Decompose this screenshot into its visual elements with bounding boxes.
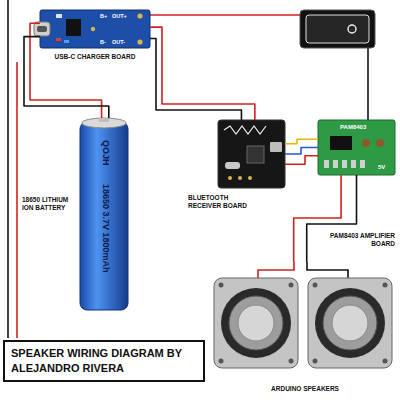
amplifier-board: PAM8403 AMPLIFIER BOARDPAM84035V [318, 120, 395, 175]
speaker-drawing [219, 359, 224, 364]
component-caption: BLUETOOTH RECEIVER BOARD [188, 194, 262, 210]
bluetooth-board-drawing [270, 142, 282, 152]
charger-board-drawing [137, 39, 142, 44]
amplifier-board-drawing [324, 160, 329, 168]
amplifier-board-drawing [360, 160, 365, 168]
amplifier-board-drawing [362, 139, 370, 147]
battery-drawing [82, 118, 126, 128]
speaker-pair: ARDUINO SPEAKERS [210, 262, 396, 396]
pin-label: B+ [100, 13, 107, 19]
speaker-drawing [219, 283, 224, 288]
rocker-switch [300, 10, 375, 48]
speaker-drawing [383, 283, 388, 288]
wire [150, 39, 241, 121]
battery-drawing [80, 122, 128, 310]
rocker-switch [300, 10, 375, 48]
bluetooth-board: BLUETOOTH RECEIVER BOARD [218, 120, 285, 188]
loose-wire [7, 0, 9, 338]
wire-pair [294, 175, 357, 262]
battery-print: 18650 3.7V 1800mAh [100, 184, 110, 273]
battery: 18650 LITHIUM ION BATTERYQOJH18650 3.7V … [80, 118, 128, 310]
wire [307, 175, 357, 262]
loose-wire [150, 14, 300, 16]
speaker-drawing [313, 283, 318, 288]
loose-wire [16, 62, 18, 338]
component-caption: USB-C CHARGER BOARD [25, 53, 165, 61]
charger-board-drawing [56, 38, 61, 41]
wire-pair [285, 139, 318, 164]
bluetooth-board-drawing [238, 176, 242, 180]
amplifier-board-drawing [318, 120, 395, 175]
pin-label: OUT- [112, 39, 125, 45]
bluetooth-board-drawing [218, 120, 285, 188]
charger-board-drawing [137, 13, 142, 18]
wire-pair [24, 23, 109, 118]
bluetooth-board-drawing [248, 176, 252, 180]
wire [24, 37, 109, 118]
battery-print: QOJH [100, 140, 110, 166]
speaker-drawing [221, 288, 291, 358]
amplifier-board-drawing [330, 136, 352, 150]
speaker-drawing [229, 296, 283, 350]
bluetooth-board-drawing [247, 146, 264, 163]
amplifier-board-drawing [318, 120, 395, 175]
diagram-title: SPEAKER WIRING DIAGRAM BY ALEJANDRO RIVE… [3, 340, 205, 382]
battery-drawing [99, 118, 109, 122]
pin-label: 5V [378, 164, 385, 171]
pin-label: B- [100, 39, 106, 45]
rocker-switch [306, 15, 369, 43]
bluetooth-board-drawing [224, 126, 266, 134]
bluetooth-board-drawing [218, 120, 285, 188]
charger-board-drawing [66, 19, 81, 36]
amplifier-board-drawing [351, 160, 356, 168]
battery-drawing [80, 118, 128, 310]
charger-board-drawing [64, 40, 69, 43]
charger-board-drawing [37, 26, 47, 32]
bluetooth-board-drawing [228, 176, 232, 180]
speaker-drawing [307, 262, 348, 278]
speaker-drawing [315, 288, 385, 358]
speaker-drawing [238, 305, 274, 341]
charger-board: USB-C CHARGER BOARDB+OUT+B-OUT- [40, 10, 150, 48]
speaker-drawing [383, 359, 388, 364]
amplifier-board-drawing [333, 160, 338, 168]
amplifier-board-drawing [342, 160, 347, 168]
pin-label: OUT+ [112, 13, 127, 19]
speaker-drawing [289, 283, 294, 288]
speaker-drawing [323, 296, 377, 350]
charger-board-drawing [40, 10, 150, 48]
component-caption: 18650 LITHIUM ION BATTERY [22, 196, 76, 212]
charger-board-drawing [34, 22, 50, 36]
amplifier-board-drawing [376, 139, 384, 147]
loose-wire [367, 48, 369, 120]
wire [30, 23, 102, 118]
speaker-drawing [214, 278, 298, 368]
wire [294, 175, 341, 262]
wire [285, 156, 318, 164]
speaker-drawing [214, 262, 392, 368]
component-caption: PAM8403 AMPLIFIER BOARD [311, 232, 395, 248]
charger-board-drawing [34, 10, 150, 48]
rocker-switch [348, 25, 356, 33]
speaker-drawing [332, 305, 368, 341]
speaker-drawing [258, 262, 294, 278]
charger-board-drawing [91, 27, 95, 31]
wire-pair [150, 27, 255, 120]
component-caption: ARDUINO SPEAKERS [250, 385, 360, 393]
speaker-drawing [308, 278, 392, 368]
chip-label: PAM8403 [340, 124, 366, 131]
wire [285, 148, 318, 155]
speaker-drawing [289, 359, 294, 364]
charger-board-drawing [56, 14, 62, 18]
bluetooth-board-drawing [225, 162, 240, 169]
wire [285, 139, 318, 144]
wire [150, 27, 255, 120]
speaker-drawing [313, 359, 318, 364]
